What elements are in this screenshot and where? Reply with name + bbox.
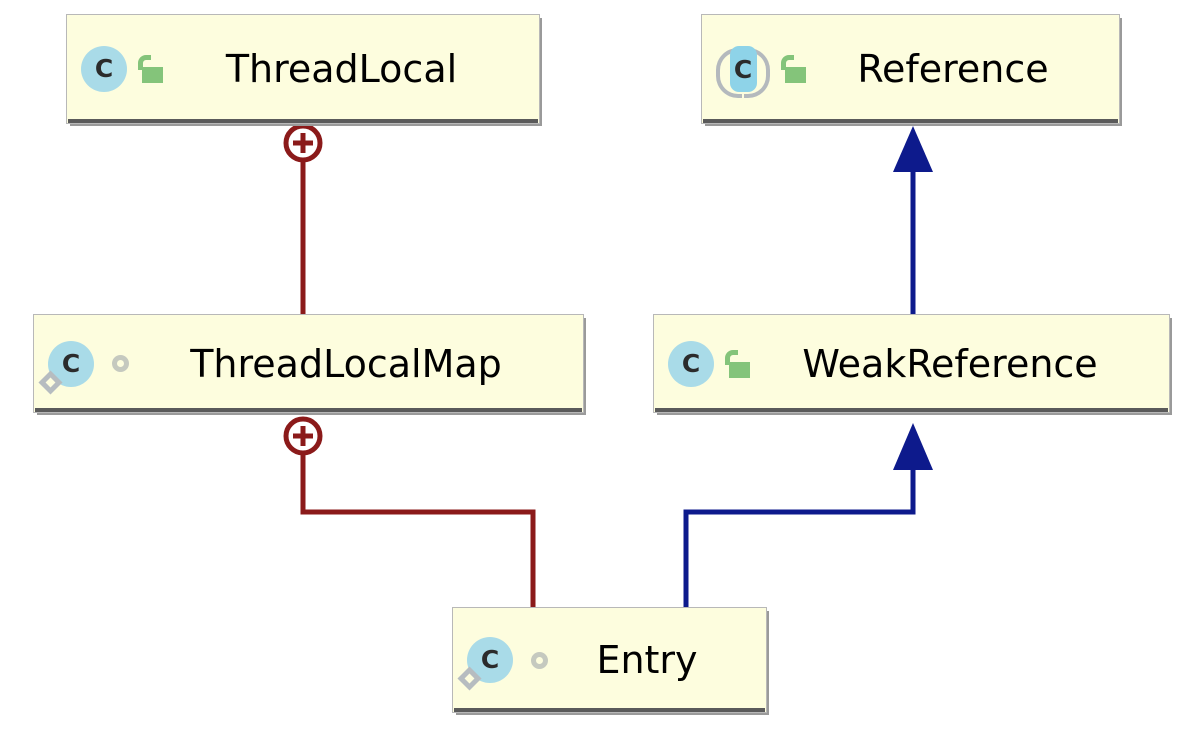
nesting-line-elbow (300, 453, 536, 607)
ring-icon (531, 651, 548, 669)
ring-icon (112, 355, 129, 372)
class-box-threadlocal[interactable]: C ThreadLocal (66, 14, 540, 124)
lock-open-icon-shackle (725, 349, 738, 365)
relation-threadlocalmap-entry[interactable] (283, 416, 536, 607)
lock-open-icon-shackle (781, 55, 794, 70)
class-box-entry[interactable]: C Entry (452, 607, 767, 713)
inheritance-line-elbow (683, 470, 916, 607)
relation-threadlocal-threadlocalmap[interactable] (283, 123, 323, 314)
class-icon: C (38, 340, 94, 395)
class-icon-group: C (38, 340, 129, 395)
abstract-class-icon: C (716, 46, 770, 98)
triangle-arrow-icon (893, 126, 933, 172)
circle-plus-icon (283, 123, 323, 163)
abstract-class-icon-arc-left (716, 48, 742, 98)
static-inner-diamond-icon (38, 369, 63, 395)
class-icon-letter: C (61, 348, 81, 378)
triangle-arrow-icon (893, 423, 933, 470)
class-icon: C (81, 46, 127, 92)
class-name-label: Reference (857, 47, 1049, 91)
lock-open-icon-body (142, 67, 163, 83)
class-box-reference[interactable]: C Reference (701, 14, 1120, 124)
class-icon-letter: C (480, 645, 500, 674)
class-icon-group: C (668, 340, 751, 387)
circle-plus-icon (283, 416, 323, 456)
class-name-label: ThreadLocal (225, 47, 458, 91)
class-icon-group: C (81, 46, 164, 92)
class-icon: C (457, 637, 513, 691)
lock-open-icon-body (729, 361, 750, 378)
class-icon-letter: C (94, 54, 114, 83)
class-icon-letter: C (681, 348, 701, 378)
lock-open-icon (725, 349, 751, 378)
lock-open-icon (781, 55, 807, 83)
class-box-threadlocalmap[interactable]: C ThreadLocalMap (33, 314, 584, 413)
class-name-label: WeakReference (802, 341, 1098, 386)
relation-weakreference-reference[interactable] (893, 126, 933, 314)
class-icon: C (668, 340, 714, 387)
class-name-label: ThreadLocalMap (190, 341, 502, 386)
lock-open-icon-body (785, 67, 806, 83)
class-name-label: Entry (596, 638, 698, 682)
static-inner-diamond-icon (457, 666, 482, 691)
class-box-weakreference[interactable]: C WeakReference (653, 314, 1170, 413)
abstract-class-icon-arc-right (744, 48, 770, 98)
lock-open-icon-shackle (138, 55, 151, 70)
lock-open-icon (138, 55, 164, 83)
abstract-class-icon-core: C (729, 46, 757, 92)
class-icon-group: C (716, 46, 807, 98)
relation-entry-weakreference[interactable] (683, 423, 933, 607)
class-icon-group: C (457, 637, 548, 691)
class-icon-letter: C (733, 54, 753, 84)
